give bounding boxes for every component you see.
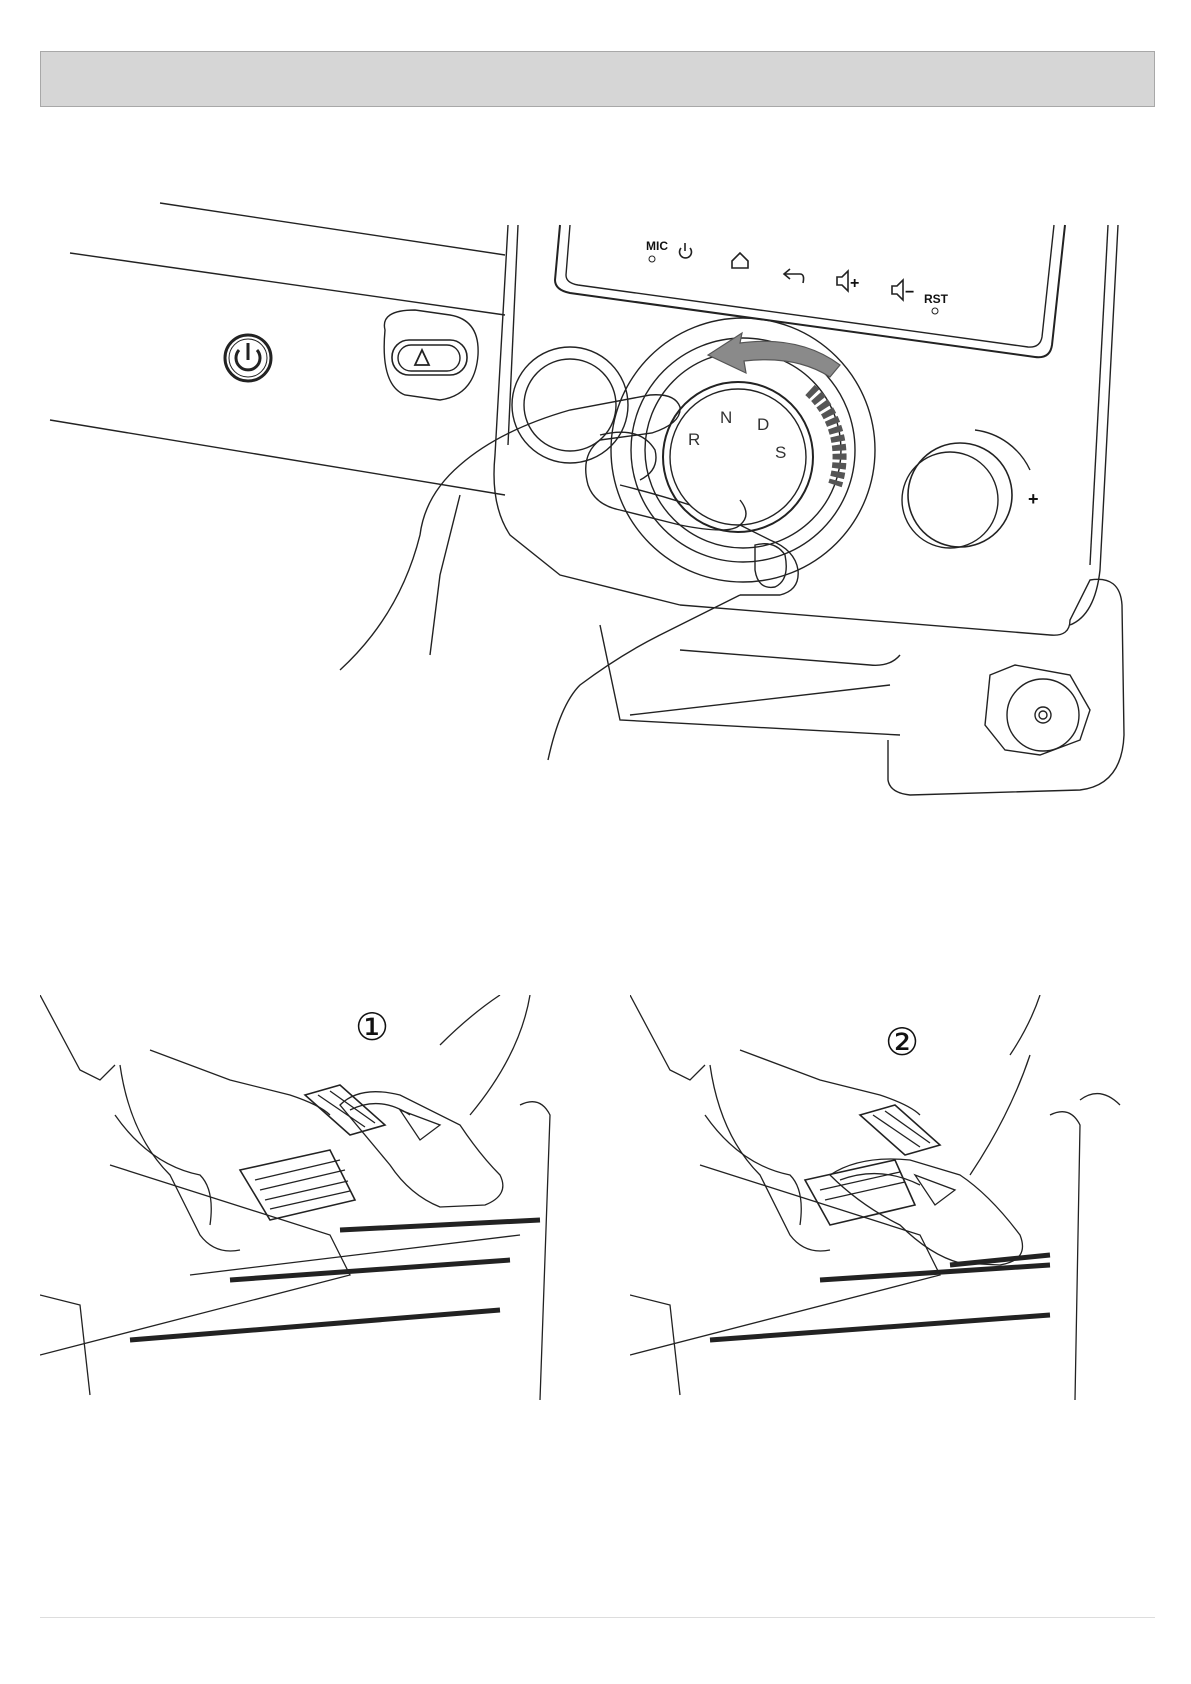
step-2-number: ② <box>885 1020 919 1064</box>
back-icon <box>784 269 804 283</box>
pedal-step-2-illustration: ② <box>630 995 1170 1405</box>
pedal-step-1-illustration: ① <box>40 995 580 1405</box>
volume-knob-plus-label: + <box>1028 489 1039 509</box>
screen-power-icon <box>680 243 692 258</box>
accelerator-pedal <box>860 1105 940 1155</box>
volume-down-icon: − <box>892 280 914 301</box>
svg-text:−: − <box>905 284 914 301</box>
step-1-number: ① <box>355 1005 389 1049</box>
fuel-cap-icon <box>985 665 1090 755</box>
gear-n-label: N <box>720 408 732 427</box>
hazard-button-icon <box>384 310 478 400</box>
gear-selector-dial[interactable] <box>663 382 813 532</box>
console-illustration: MIC + − RST R N D S + <box>40 195 1155 865</box>
section-header-bar <box>40 51 1155 107</box>
gear-d-label: D <box>757 415 769 434</box>
home-icon <box>732 253 748 268</box>
shoe-illustration <box>340 1092 503 1207</box>
gear-s-label: S <box>775 443 786 462</box>
power-icon <box>225 335 271 381</box>
footer-divider <box>40 1617 1155 1618</box>
shoe-illustration <box>830 1159 1023 1265</box>
mic-label: MIC <box>646 239 668 253</box>
svg-text:+: + <box>850 275 859 292</box>
volume-knob <box>908 443 1012 547</box>
brake-pedal <box>240 1150 355 1220</box>
gear-r-label: R <box>688 430 700 449</box>
volume-up-icon: + <box>837 271 859 292</box>
rst-label: RST <box>924 292 949 306</box>
